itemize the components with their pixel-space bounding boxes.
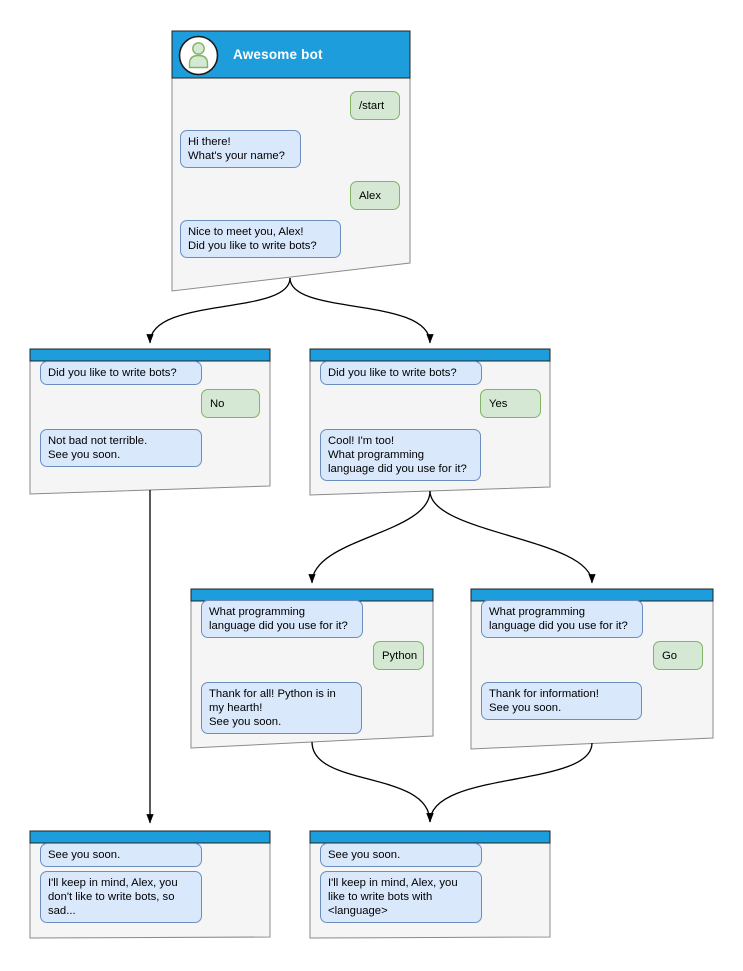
flow-arrow-yes-to-python: [308, 490, 431, 584]
bot-message-bubble: Thank for information! See you soon.: [481, 682, 642, 720]
bot-message-bubble: I'll keep in mind, Alex, you don't like …: [40, 871, 202, 923]
avatar: [178, 35, 219, 76]
window-titlebar: [29, 348, 271, 362]
bot-message-bubble: I'll keep in mind, Alex, you like to wri…: [320, 871, 482, 923]
bot-message-bubble: See you soon.: [320, 843, 482, 867]
bot-message-bubble: What programming language did you use fo…: [201, 600, 363, 638]
user-message-bubble: /start: [350, 91, 400, 120]
chat-window-title: Awesome bot: [233, 47, 323, 62]
window-titlebar: [309, 830, 551, 844]
bot-message-bubble: See you soon.: [40, 843, 202, 867]
bot-message-bubble: Hi there! What's your name?: [180, 130, 301, 168]
bot-message-bubble: Did you like to write bots?: [40, 361, 202, 385]
user-message-bubble: Alex: [350, 181, 400, 210]
user-avatar-icon: [188, 42, 209, 69]
bot-message-bubble: Not bad not terrible. See you soon.: [40, 429, 202, 467]
window-titlebar: [29, 830, 271, 844]
user-message-bubble: Go: [653, 641, 703, 670]
bot-message-bubble: Thank for all! Python is in my hearth! S…: [201, 682, 362, 734]
flow-arrow-root-to-yes: [289, 277, 434, 344]
flow-arrow-python-to-end: [311, 741, 434, 823]
window-titlebar: [309, 348, 551, 362]
bot-message-bubble: What programming language did you use fo…: [481, 600, 643, 638]
flow-arrow-go-to-end: [426, 742, 593, 823]
flow-arrow-root-to-no: [146, 277, 291, 344]
bot-message-bubble: Did you like to write bots?: [320, 361, 482, 385]
user-message-bubble: Python: [373, 641, 424, 670]
user-message-bubble: Yes: [480, 389, 541, 418]
bot-message-bubble: Cool! I'm too! What programming language…: [320, 429, 481, 481]
bot-message-bubble: Nice to meet you, Alex! Did you like to …: [180, 220, 341, 258]
user-message-bubble: No: [201, 389, 260, 418]
flow-arrow-yes-to-go: [429, 490, 596, 584]
